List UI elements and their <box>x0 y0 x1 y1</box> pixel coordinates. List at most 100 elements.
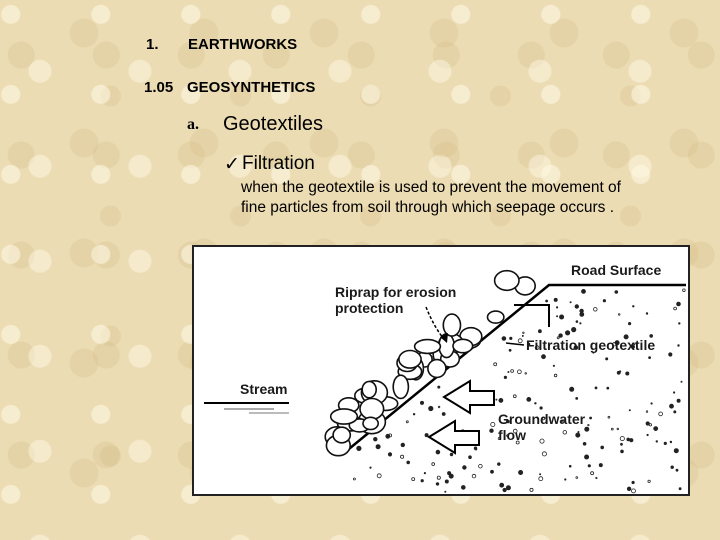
label-riprap-2: protection <box>335 300 403 316</box>
label-groundwater-1: Groundwater <box>498 411 586 427</box>
subsection-title: GEOSYNTHETICS <box>187 79 316 96</box>
riprap-rocks <box>324 269 537 457</box>
soil-particle <box>552 364 555 367</box>
soil-particle <box>602 299 606 303</box>
soil-particle <box>420 479 424 483</box>
soil-particle <box>502 487 507 493</box>
soil-particle <box>625 371 630 376</box>
soil-particle <box>468 455 472 460</box>
soil-particle <box>436 475 441 480</box>
soil-particle <box>411 477 416 482</box>
soil-texture <box>352 288 686 494</box>
riprap-rock <box>427 358 447 379</box>
label-groundwater-2: flow <box>498 427 526 443</box>
soil-particle <box>517 338 523 344</box>
soil-particle <box>646 433 649 437</box>
riprap-pointer <box>425 306 445 340</box>
soil-particle <box>579 308 584 314</box>
riprap-rock <box>359 397 385 421</box>
soil-particle <box>663 441 667 445</box>
soil-particle <box>598 463 603 468</box>
soil-particle <box>495 398 498 401</box>
soil-particle <box>575 476 579 479</box>
soil-particle <box>631 488 636 494</box>
soil-particle <box>647 479 651 483</box>
soil-particle <box>633 343 636 346</box>
soil-particle <box>508 348 512 352</box>
soil-particle <box>582 442 587 446</box>
soil-particle <box>620 449 624 454</box>
label-stream: Stream <box>240 381 287 397</box>
point-title: Filtration <box>242 153 315 174</box>
soil-particle <box>605 357 609 361</box>
soil-particle <box>573 345 579 350</box>
soil-particle <box>356 445 362 451</box>
riprap-rock <box>452 338 474 354</box>
soil-particle <box>505 485 511 491</box>
desc-line-1: when the geotextile is used to prevent t… <box>241 179 621 196</box>
soil-particle <box>419 400 424 405</box>
soil-particle <box>682 288 686 292</box>
soil-particle <box>541 354 546 360</box>
soil-particle <box>512 428 518 434</box>
soil-particle <box>369 466 372 469</box>
soil-particle <box>447 471 452 476</box>
soil-particle <box>645 421 650 426</box>
soil-particle <box>571 327 577 333</box>
soil-particle <box>498 397 504 403</box>
soil-particle <box>527 342 531 346</box>
soil-particle <box>478 463 483 469</box>
soil-particle <box>623 334 629 340</box>
soil-particle <box>406 460 411 465</box>
check-icon: ✓ <box>224 154 240 175</box>
soil-particle <box>518 469 524 475</box>
soil-particle <box>575 320 579 323</box>
filtration-pointer <box>505 342 525 346</box>
riprap-rock <box>362 416 379 431</box>
soil-particle <box>658 411 663 417</box>
soil-particle <box>629 438 634 443</box>
soil-particle <box>676 398 681 403</box>
soil-particle <box>561 419 565 423</box>
soil-particle <box>559 314 565 320</box>
soil-particle <box>577 430 580 433</box>
soil-particle <box>558 333 563 338</box>
slope-step <box>514 304 550 327</box>
soil-particle <box>653 426 659 432</box>
soil-particle <box>521 334 524 337</box>
soil-particle <box>387 452 393 457</box>
soil-particle <box>545 299 549 303</box>
soil-particle <box>555 306 559 309</box>
soil-particle <box>593 307 598 312</box>
soil-particle <box>569 301 572 304</box>
riprap-pointer-head <box>440 333 448 343</box>
soil-particle <box>564 330 571 336</box>
soil-particle <box>632 305 635 308</box>
soil-particle <box>575 432 581 438</box>
soil-particle <box>501 336 507 341</box>
soil-particle <box>553 297 558 302</box>
riprap-rock <box>392 374 410 400</box>
soil-particle <box>575 396 579 400</box>
soil-particle <box>574 304 579 309</box>
soil-particle <box>556 315 559 318</box>
soil-particle <box>537 329 542 334</box>
soil-particle <box>581 289 586 294</box>
soil-particle <box>614 340 620 346</box>
soil-particle <box>499 482 505 488</box>
soil-particle <box>412 412 416 416</box>
soil-particle <box>497 436 501 440</box>
soil-particle <box>584 426 590 432</box>
soil-particle <box>584 454 590 460</box>
riprap-rock <box>398 349 422 369</box>
riprap-rock <box>329 408 359 425</box>
soil-particle <box>587 424 590 427</box>
soil-particle <box>431 462 436 466</box>
soil-particle <box>517 369 522 375</box>
soil-particle <box>473 446 478 450</box>
soil-particle <box>626 486 632 491</box>
soil-particle <box>618 313 621 316</box>
soil-particle <box>678 322 681 325</box>
riprap-rock <box>413 338 442 355</box>
section-title: EARTHWORKS <box>188 36 298 53</box>
